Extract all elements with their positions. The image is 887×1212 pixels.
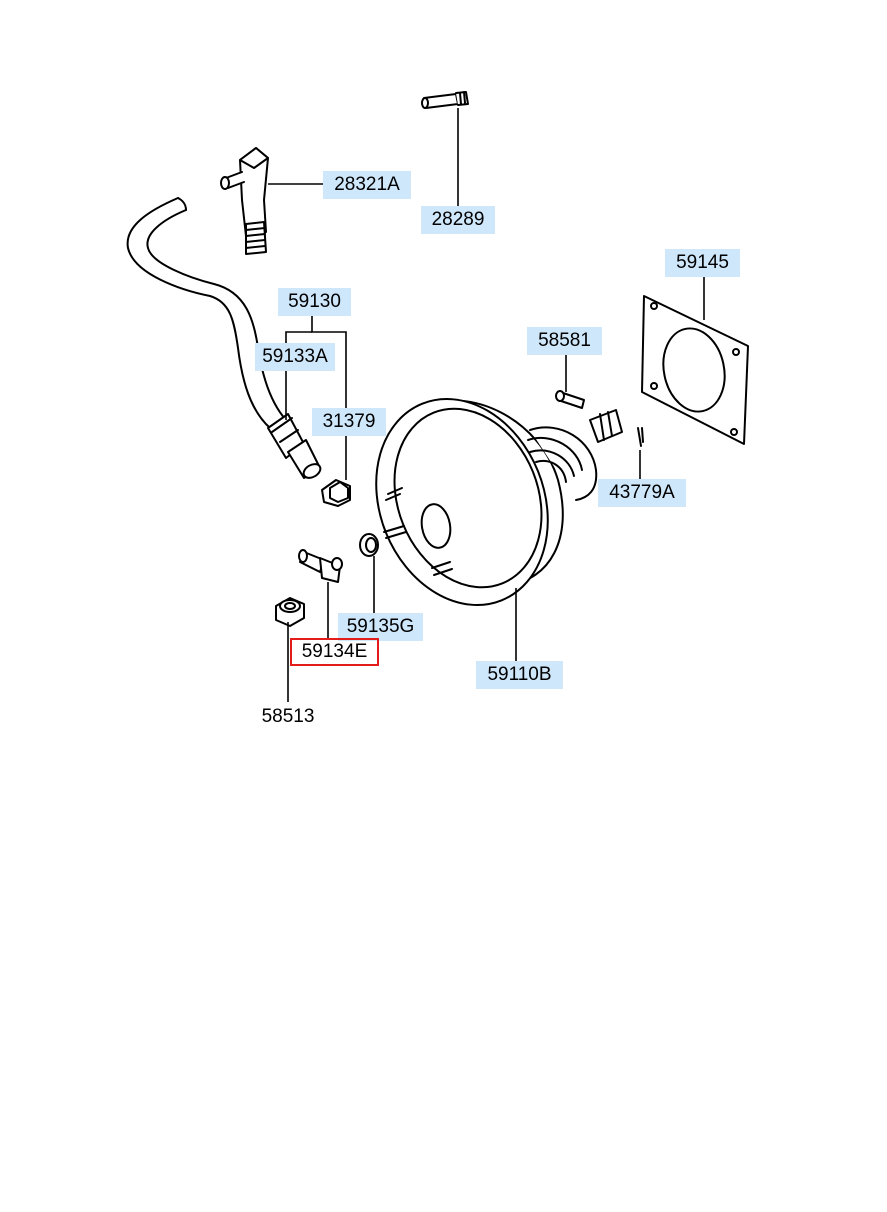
part-label-59110B[interactable]: 59110B: [476, 661, 563, 689]
gasket-59145-drawing: [641, 295, 749, 445]
part-label-28289[interactable]: 28289: [421, 206, 495, 234]
seal-59135G-drawing: [359, 533, 379, 557]
pin-58581-drawing: [555, 390, 585, 409]
booster-59110B-drawing: [375, 398, 623, 606]
elbow-59134E-drawing: [298, 549, 343, 583]
part-label-59135G[interactable]: 59135G: [338, 613, 423, 641]
fitting-28321A-drawing: [220, 147, 269, 255]
hose-59133A-drawing: [126, 197, 322, 479]
part-label-28321A[interactable]: 28321A: [323, 171, 411, 199]
part-label-58581[interactable]: 58581: [527, 327, 602, 355]
part-label-31379[interactable]: 31379: [312, 408, 386, 436]
part-label-59130[interactable]: 59130: [278, 288, 351, 316]
leader-59133A-bracket: [285, 331, 312, 420]
part-label-59145[interactable]: 59145: [665, 249, 740, 277]
part-label-59134E-selected[interactable]: 59134E: [290, 638, 379, 666]
bolt-28289-drawing: [421, 91, 469, 109]
grommet-58513-drawing: [275, 597, 305, 627]
part-label-58513[interactable]: 58513: [261, 706, 315, 727]
pin-43779A-drawing: [637, 427, 644, 447]
part-label-43779A[interactable]: 43779A: [598, 479, 686, 507]
leader-59130: [311, 314, 347, 410]
part-label-59133A[interactable]: 59133A: [255, 343, 335, 371]
clip-31379-drawing: [321, 479, 351, 507]
